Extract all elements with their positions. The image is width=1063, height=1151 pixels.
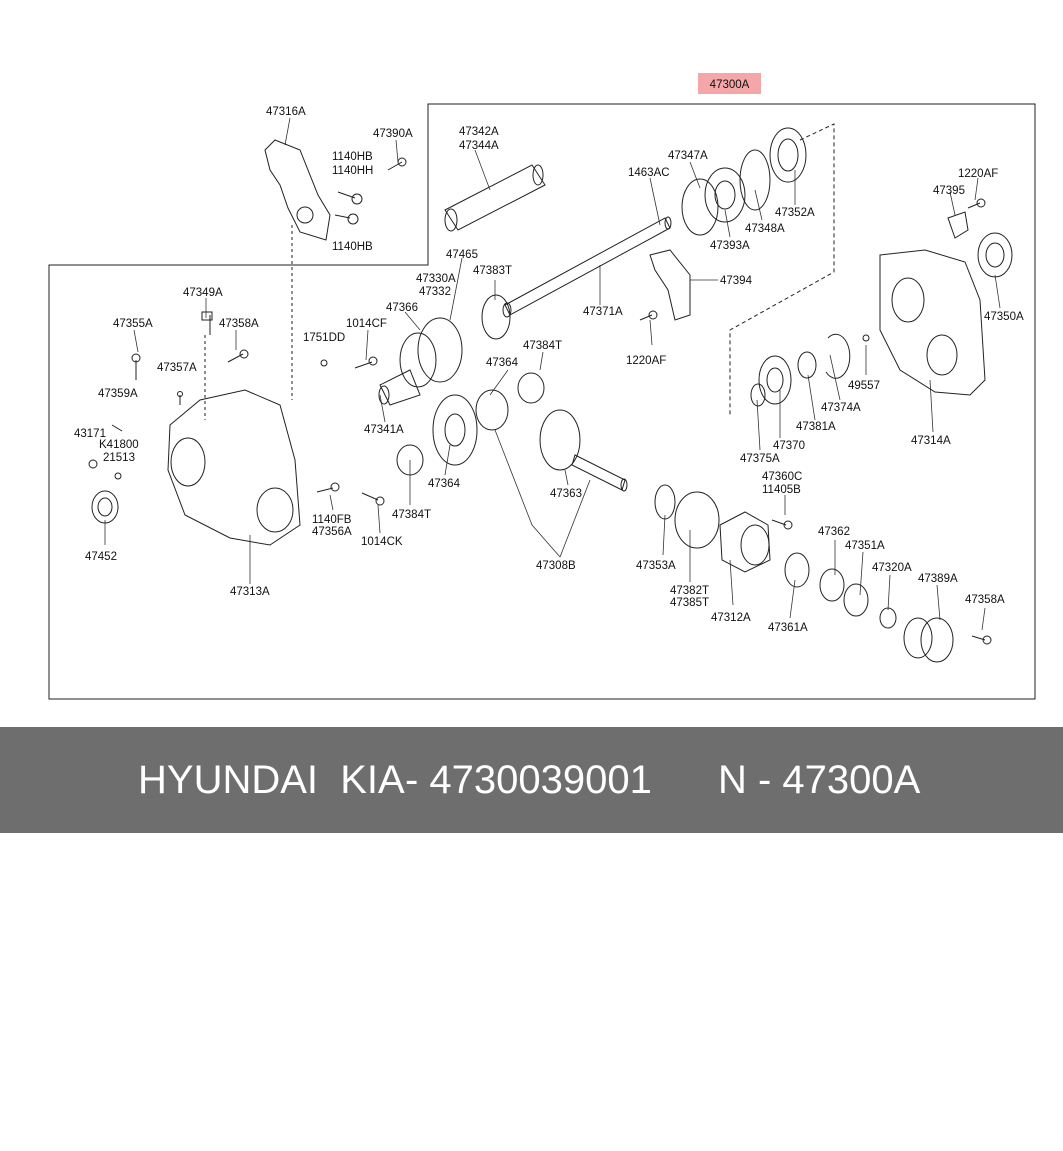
part-label[interactable]: 47313A xyxy=(230,586,270,598)
assembly-label-highlight xyxy=(698,73,761,94)
part-label[interactable]: 47353A xyxy=(636,560,676,572)
part-label[interactable]: 47347A xyxy=(668,150,708,162)
part-label[interactable]: 1014CF xyxy=(346,318,387,330)
oil-seal-part xyxy=(769,127,807,183)
part-label[interactable]: 47332 xyxy=(419,286,451,298)
assembly-frame xyxy=(48,103,1036,700)
part-label[interactable]: 47360C xyxy=(762,471,802,483)
part-info-footer: HYUNDAI KIA - 4730039001 N - 47300A xyxy=(0,727,1063,833)
part-labels: 47316A 47390A 1140HB 1140HH 1140HB 47342… xyxy=(74,106,1024,634)
part-label[interactable]: 1140HB xyxy=(332,241,373,253)
part-label[interactable]: 47358A xyxy=(219,318,259,330)
plate-part xyxy=(649,249,691,321)
part-label[interactable]: 47355A xyxy=(113,318,153,330)
part-label[interactable]: 47348A xyxy=(745,223,785,235)
bushing-part-2 xyxy=(396,444,424,476)
part-label[interactable]: 47384T xyxy=(523,340,562,352)
part-label[interactable]: 47382T xyxy=(670,585,709,597)
leader-lines xyxy=(104,117,1001,631)
part-label[interactable]: 47358A xyxy=(965,594,1005,606)
part-label[interactable]: 47383T xyxy=(473,265,512,277)
part-label[interactable]: 47314A xyxy=(911,435,951,447)
drive-sprocket-part xyxy=(378,317,463,406)
dashed-group-boundary xyxy=(729,123,835,415)
main-shaft-part xyxy=(502,216,672,318)
small-bracket-part xyxy=(947,211,969,239)
part-label[interactable]: 47364 xyxy=(428,478,461,490)
exploded-parts-diagram: 47300A 47316A 47390A 1140HB 1140HH 1140H… xyxy=(48,73,1036,700)
retainer-part xyxy=(704,167,746,223)
transfer-case-front-part xyxy=(167,389,301,546)
part-label[interactable]: 1014CK xyxy=(361,536,403,548)
part-label[interactable]: 47349A xyxy=(183,287,223,299)
part-label[interactable]: 47371A xyxy=(583,306,623,318)
output-parts xyxy=(784,552,954,663)
part-label[interactable]: 47361A xyxy=(768,622,808,634)
part-number-label: - 4730039001 xyxy=(405,758,652,802)
part-label[interactable]: 1140FB xyxy=(312,514,352,526)
part-label[interactable]: 1463AC xyxy=(628,167,670,179)
part-label[interactable]: 47363 xyxy=(550,488,582,500)
part-label[interactable]: 47366 xyxy=(386,302,418,314)
part-label[interactable]: 47344A xyxy=(459,140,499,152)
hollow-shaft-part xyxy=(444,164,546,232)
part-label[interactable]: 11405B xyxy=(762,484,801,496)
part-label[interactable]: 47320A xyxy=(872,562,912,574)
front-retainer-part xyxy=(654,484,771,573)
part-label[interactable]: 47330A xyxy=(416,273,456,285)
bearing-part xyxy=(750,333,851,407)
part-label[interactable]: 47357A xyxy=(157,362,197,374)
part-label[interactable]: 47452 xyxy=(85,551,117,563)
part-label[interactable]: 47341A xyxy=(364,424,404,436)
part-label[interactable]: 47393A xyxy=(710,240,750,252)
code-label: N - 47300A xyxy=(718,758,921,802)
snap-ring-part xyxy=(681,178,719,236)
part-label[interactable]: 47316A xyxy=(266,106,306,118)
part-label[interactable]: 47364 xyxy=(486,357,519,369)
part-label[interactable]: 1220AF xyxy=(626,355,666,367)
bracket-part xyxy=(264,139,331,241)
bushing-part xyxy=(517,372,545,404)
assembly-label[interactable]: 47300A xyxy=(710,79,750,91)
o-ring-part xyxy=(481,294,511,340)
part-label[interactable]: 47465 xyxy=(446,249,478,261)
part-label[interactable]: 47342A xyxy=(459,126,499,138)
part-label[interactable]: 47381A xyxy=(796,421,836,433)
part-label[interactable]: K41800 xyxy=(99,439,139,451)
part-label[interactable]: 47352A xyxy=(775,207,815,219)
part-label[interactable]: 47356A xyxy=(312,526,352,538)
part-label[interactable]: 47384T xyxy=(392,509,431,521)
part-label[interactable]: 43171 xyxy=(74,428,106,440)
part-label[interactable]: 47359A xyxy=(98,388,138,400)
part-label[interactable]: 47385T xyxy=(670,597,709,609)
rear-seal-part xyxy=(977,232,1013,278)
part-label[interactable]: 1751DD xyxy=(303,332,345,344)
part-label[interactable]: 47312A xyxy=(711,612,751,624)
part-label[interactable]: 47394 xyxy=(720,275,753,287)
transfer-case-rear-part xyxy=(879,249,986,396)
part-label[interactable]: 47308B xyxy=(536,560,576,572)
part-label[interactable]: 49557 xyxy=(848,380,880,392)
part-label[interactable]: 21513 xyxy=(103,452,135,464)
part-label[interactable]: 1140HB xyxy=(332,151,373,163)
part-label[interactable]: 47375A xyxy=(740,453,780,465)
brand-label: HYUNDAI KIA xyxy=(138,758,405,802)
part-label[interactable]: 47395 xyxy=(933,185,965,197)
part-label[interactable]: 47389A xyxy=(918,573,958,585)
part-label[interactable]: 47350A xyxy=(984,311,1024,323)
part-label[interactable]: 47351A xyxy=(845,540,885,552)
part-label[interactable]: 47390A xyxy=(373,128,413,140)
part-label[interactable]: 1220AF xyxy=(958,168,998,180)
part-label[interactable]: 47374A xyxy=(821,402,861,414)
front-seal-part xyxy=(91,490,119,524)
part-label[interactable]: 1140HH xyxy=(332,165,373,177)
part-label[interactable]: 47362 xyxy=(818,526,850,538)
part-label[interactable]: 47370 xyxy=(773,440,805,452)
gear-parts xyxy=(432,389,628,492)
seal-part xyxy=(739,149,771,211)
bolt-parts xyxy=(88,157,992,645)
